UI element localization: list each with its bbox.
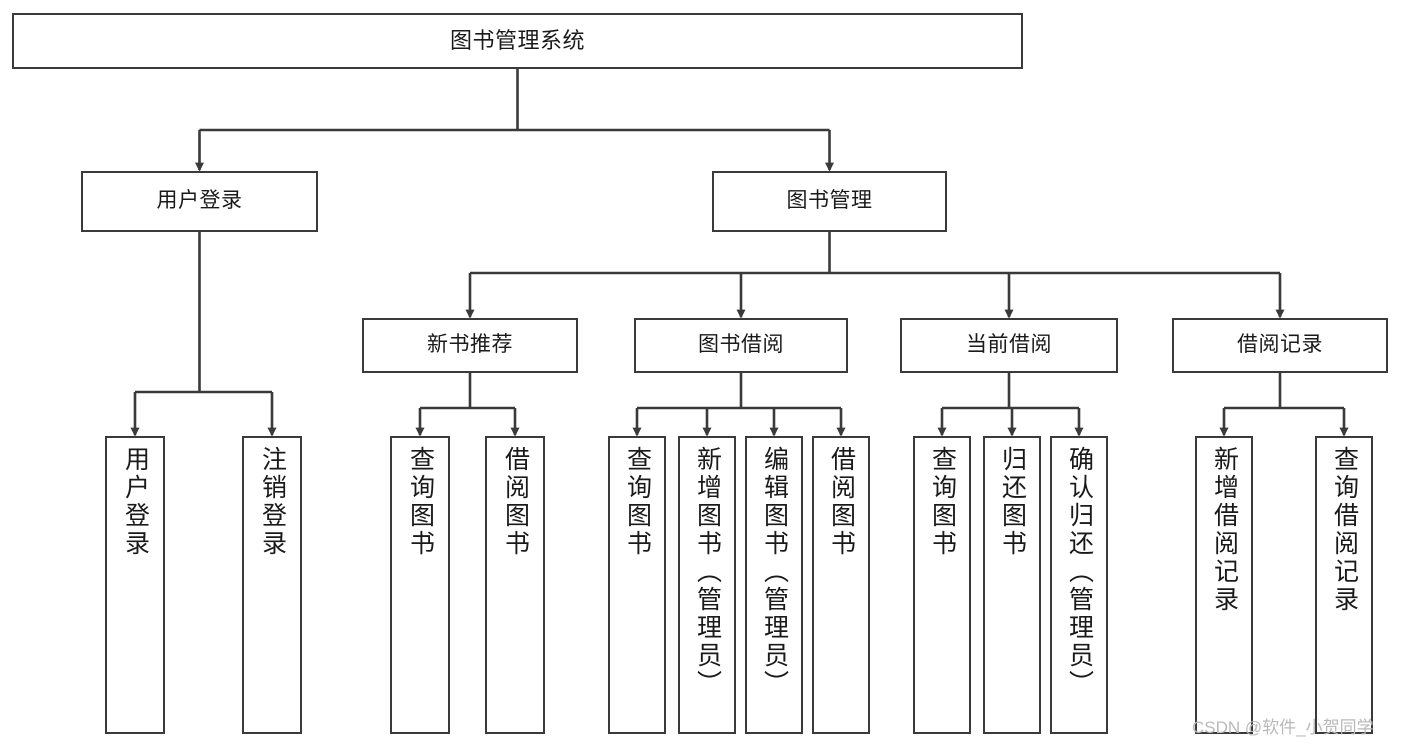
- node-label: 查询图书: [406, 446, 435, 558]
- node-label: 新书推荐: [427, 333, 513, 357]
- node-label: 借阅图书: [501, 446, 530, 558]
- node-label: 用户登录: [121, 446, 150, 558]
- node-leaf-bb-add[interactable]: 新增图书（管理员）: [678, 436, 736, 734]
- node-root[interactable]: 图书管理系统: [12, 13, 1023, 69]
- node-leaf-user-login[interactable]: 用户登录: [105, 436, 165, 734]
- node-book-manage[interactable]: 图书管理: [712, 171, 947, 232]
- node-new-book-rec[interactable]: 新书推荐: [362, 318, 578, 373]
- node-user-login[interactable]: 用户登录: [81, 171, 318, 232]
- node-current-borrow[interactable]: 当前借阅: [900, 318, 1118, 373]
- node-label: 图书借阅: [698, 333, 784, 357]
- node-label: 查询图书: [928, 446, 957, 558]
- node-leaf-cb-confirm[interactable]: 确认归还（管理员）: [1050, 436, 1108, 734]
- node-leaf-bb-borrow[interactable]: 借阅图书: [812, 436, 870, 734]
- node-leaf-nbr-query[interactable]: 查询图书: [390, 436, 450, 734]
- node-label: 新增借阅记录: [1210, 446, 1239, 614]
- node-leaf-nbr-borrow[interactable]: 借阅图书: [485, 436, 545, 734]
- node-label: 查询借阅记录: [1330, 446, 1359, 614]
- node-leaf-cb-query[interactable]: 查询图书: [913, 436, 971, 734]
- node-label: 当前借阅: [966, 333, 1052, 357]
- node-label: 编辑图书（管理员）: [760, 446, 789, 698]
- watermark-credit: CSDN @软件_小贺同学: [1192, 718, 1374, 737]
- node-label: 确认归还（管理员）: [1065, 446, 1094, 698]
- node-label: 查询图书: [623, 446, 652, 558]
- node-leaf-br-add[interactable]: 新增借阅记录: [1195, 436, 1253, 734]
- node-label: 新增图书（管理员）: [693, 446, 722, 698]
- node-label: 借阅记录: [1237, 333, 1323, 357]
- node-leaf-br-query[interactable]: 查询借阅记录: [1315, 436, 1373, 734]
- node-borrow-record[interactable]: 借阅记录: [1172, 318, 1388, 373]
- node-leaf-bb-edit[interactable]: 编辑图书（管理员）: [745, 436, 803, 734]
- node-leaf-user-logout[interactable]: 注销登录: [242, 436, 302, 734]
- node-label: 归还图书: [998, 446, 1027, 558]
- node-label: 注销登录: [258, 446, 287, 558]
- node-label: 借阅图书: [827, 446, 856, 558]
- node-label: 图书管理系统: [449, 28, 585, 54]
- node-leaf-bb-query[interactable]: 查询图书: [608, 436, 666, 734]
- node-book-borrow[interactable]: 图书借阅: [634, 318, 848, 373]
- node-leaf-cb-return[interactable]: 归还图书: [983, 436, 1041, 734]
- node-label: 图书管理: [786, 189, 873, 213]
- node-label: 用户登录: [156, 189, 243, 213]
